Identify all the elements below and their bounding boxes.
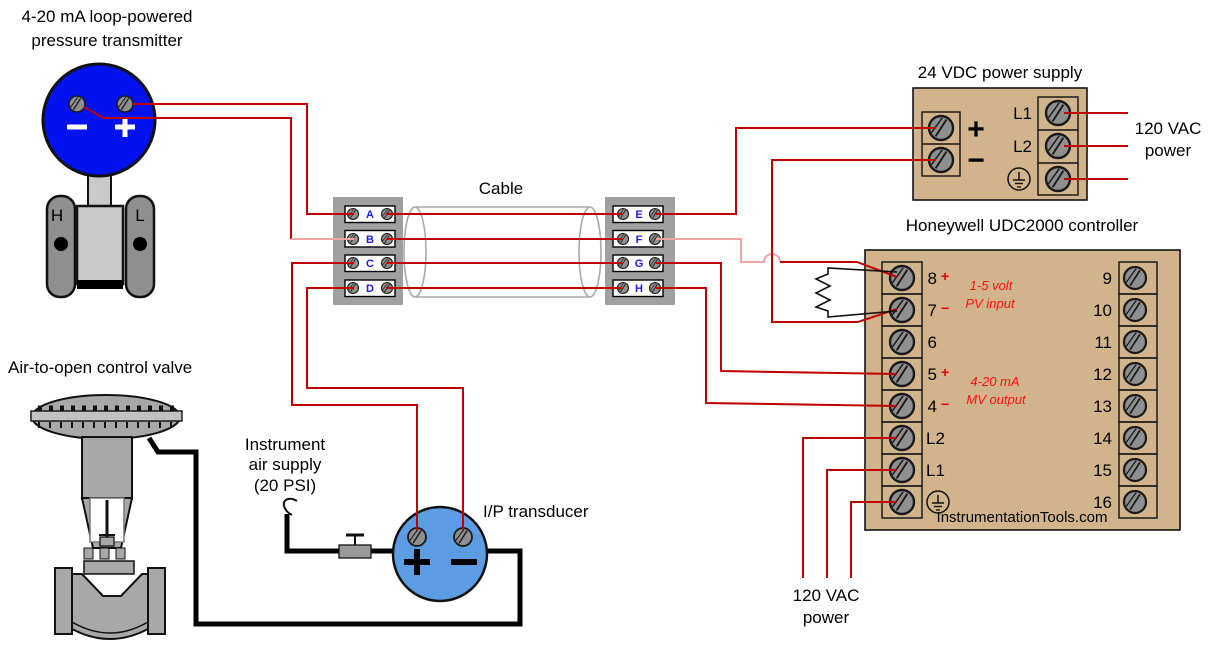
- mv-output-note-2: MV output: [966, 392, 1027, 407]
- air-supply-label-1: Instrument: [245, 435, 326, 454]
- ip-transducer: [391, 505, 489, 603]
- terminal-c-label: C: [366, 258, 374, 270]
- watermark: InstrumentationTools.com: [937, 509, 1108, 526]
- ip-transducer-label: I/P transducer: [483, 502, 589, 521]
- bottom-vac-label-1: 120 VAC: [793, 586, 860, 605]
- controller-left-terminals: 8 + 7 − 6 5 + 4 − L2 L1: [881, 261, 950, 519]
- transmitter-title-2: pressure transmitter: [31, 31, 182, 50]
- terminal-h-label: H: [635, 283, 643, 295]
- power-supply: + − L1 L2: [912, 87, 1088, 201]
- terminal-15-label: 15: [1093, 461, 1112, 480]
- pv-input-note-1: 1-5 volt: [970, 278, 1014, 293]
- ps-vac-label-1: 120 VAC: [1135, 119, 1202, 138]
- valve-title: Air-to-open control valve: [8, 358, 192, 377]
- terminal-6-label: 6: [928, 333, 937, 352]
- terminal-l2-label: L2: [926, 429, 945, 448]
- controller-title: Honeywell UDC2000 controller: [906, 216, 1139, 235]
- terminal-b-label: B: [366, 234, 374, 246]
- terminal-4-label: 4: [928, 397, 937, 416]
- terminal-13-label: 13: [1093, 397, 1112, 416]
- terminal-a-label: A: [366, 209, 374, 221]
- ps-plus-label: +: [967, 113, 985, 146]
- terminal-16-label: 16: [1093, 493, 1112, 512]
- controller-right-terminals: 9 10 11 12 13 14 15 16: [1093, 261, 1158, 519]
- hand-valve: [338, 533, 372, 559]
- terminal-9-label: 9: [1103, 269, 1112, 288]
- power-supply-title: 24 VDC power supply: [918, 63, 1083, 82]
- low-port-label: L: [135, 206, 144, 225]
- air-supply-label-3: (20 PSI): [254, 476, 316, 495]
- ps-l2-label: L2: [1013, 137, 1032, 156]
- transmitter-plus-label: [115, 117, 135, 137]
- bottom-vac-label-2: power: [803, 608, 850, 627]
- ip-plus-label: [404, 549, 430, 575]
- terminal-14-label: 14: [1093, 429, 1112, 448]
- pv-input-note-2: PV input: [965, 296, 1016, 311]
- air-tubing: [146, 436, 523, 627]
- transmitter-title-1: 4-20 mA loop-powered: [21, 7, 192, 26]
- terminal-8-sign: +: [941, 268, 949, 284]
- terminal-g-label: G: [635, 258, 644, 270]
- high-port-label: H: [51, 206, 63, 225]
- signal-wires: [83, 103, 1128, 578]
- terminal-l1-label: L1: [926, 461, 945, 480]
- terminal-7-label: 7: [928, 301, 937, 320]
- terminal-4-sign: −: [941, 396, 949, 412]
- mv-output-note-1: 4-20 mA: [970, 374, 1019, 389]
- pressure-transmitter: H L: [41, 62, 157, 299]
- cable-graphic: [403, 206, 602, 298]
- terminal-7-sign: −: [941, 300, 949, 316]
- control-valve: [30, 394, 183, 640]
- terminal-5-label: 5: [928, 365, 937, 384]
- pv-resistor: [813, 267, 898, 318]
- ps-vac-label-2: power: [1145, 141, 1192, 160]
- terminal-5-sign: +: [941, 364, 949, 380]
- terminal-e-label: E: [635, 209, 642, 221]
- terminal-10-label: 10: [1093, 301, 1112, 320]
- cable-label: Cable: [479, 179, 523, 198]
- ps-l1-label: L1: [1013, 104, 1032, 123]
- terminal-f-label: F: [636, 234, 643, 246]
- air-supply-hook: [282, 497, 298, 516]
- terminal-8-label: 8: [928, 269, 937, 288]
- terminal-11-label: 11: [1094, 333, 1112, 352]
- air-supply-label-2: air supply: [249, 455, 322, 474]
- controller: 8 + 7 − 6 5 + 4 − L2 L1 9 10 11 12: [864, 249, 1181, 531]
- ps-minus-label: −: [967, 144, 985, 177]
- terminal-d-label: D: [366, 283, 374, 295]
- terminal-12-label: 12: [1093, 365, 1112, 384]
